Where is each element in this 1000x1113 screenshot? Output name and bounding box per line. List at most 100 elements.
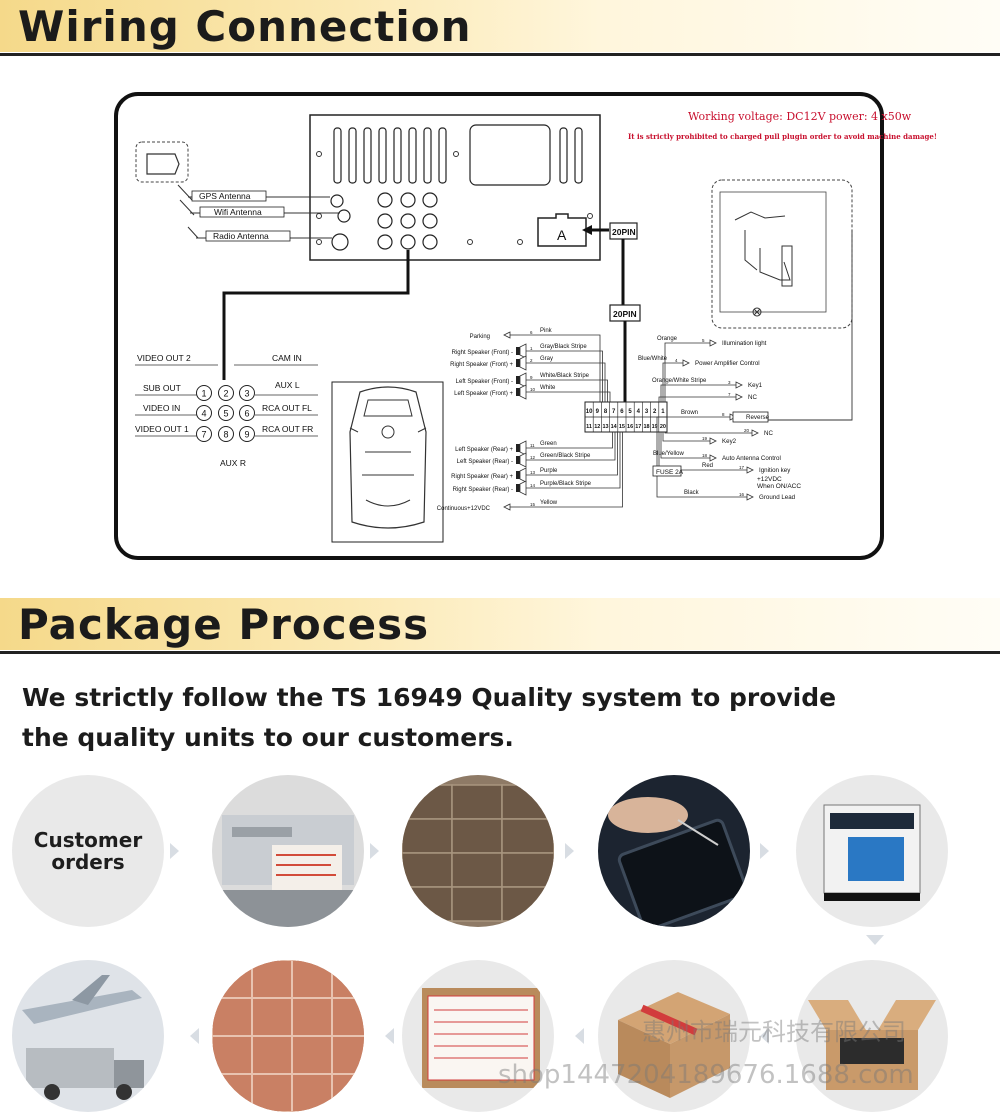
wire-color: Gray	[540, 356, 553, 362]
wire-label: Right Speaker (Rear) -	[453, 487, 513, 493]
wire-label: Parking	[470, 334, 490, 340]
pin-number: 13	[602, 424, 608, 430]
aux-l-label: AUX L	[275, 380, 300, 390]
speaker-icon	[516, 376, 520, 384]
speaker-icon	[516, 456, 520, 464]
pin-number: 9	[596, 409, 600, 415]
wire-label: Left Speaker (Rear) -	[457, 459, 513, 465]
wire-left	[520, 362, 606, 402]
wire-color: Yellow	[540, 500, 558, 506]
wire-color: Blue/White	[638, 356, 668, 362]
speaker-icon	[519, 384, 527, 400]
ignition-voltage-label: +12VDC	[757, 476, 782, 483]
voltage-note: Working voltage: DC12V power: 4 x50w	[688, 110, 912, 123]
wire-number: 16	[739, 492, 745, 497]
customer-orders-label: Customer orders	[33, 828, 143, 874]
head-unit-panel: A	[309, 114, 601, 261]
wire-color: Gray/Black Stripe	[540, 344, 587, 350]
arrow-icon	[746, 493, 754, 501]
wire-right	[660, 384, 736, 402]
connector-a-label: A	[557, 227, 567, 243]
arrow-icon	[751, 429, 759, 437]
svg-text:20PIN: 20PIN	[613, 309, 637, 319]
wire-label: Right Speaker (Rear) +	[451, 474, 513, 480]
rca-num-1: 1	[201, 389, 206, 399]
pin-number: 7	[612, 409, 616, 415]
flow-arrow-left	[760, 1028, 769, 1044]
wire-color: Green/Black Stripe	[540, 453, 591, 459]
wire-color: Orange	[657, 336, 678, 342]
speaker-icon	[519, 372, 527, 388]
wire-number: 6	[530, 330, 533, 335]
wire-color: Purple/Black Stripe	[540, 481, 592, 487]
watermark-company: 惠州市瑞元科技有限公司	[642, 1018, 906, 1046]
wire-number: 3	[728, 380, 731, 385]
wire-right	[656, 432, 747, 498]
wire-number: 10	[530, 387, 536, 392]
wire-color: White/Black Stripe	[540, 373, 590, 379]
pin-number: 16	[627, 424, 633, 430]
wiring-diagram: A 20PIN 20PIN Working voltage: DC12V pow…	[114, 92, 937, 560]
wire-color: Purple	[540, 468, 558, 474]
quality-tagline: We strictly follow the TS 16949 Quality …	[22, 683, 837, 752]
pin-number: 5	[628, 409, 632, 415]
wire-number: 11	[530, 443, 535, 448]
banner-underline	[0, 53, 1000, 56]
wire-label: Ground Lead	[759, 494, 796, 501]
wire-right	[662, 432, 710, 442]
pin-connector-top: 20PIN	[582, 222, 638, 305]
pin-number: 1	[661, 409, 665, 415]
banner-underline	[0, 651, 1000, 654]
rca-num-6: 6	[244, 409, 249, 419]
reverse-camera-box	[711, 179, 853, 329]
wire-number: 1	[530, 346, 533, 351]
wire-label: Ignition key	[759, 467, 791, 474]
rca-cable	[222, 250, 410, 380]
car-top-view-icon	[331, 381, 444, 543]
rca-out-fr-label: RCA OUT FR	[262, 424, 313, 434]
wire-color: Green	[540, 441, 557, 447]
gps-module-icon	[135, 141, 189, 183]
rca-out-fl-label: RCA OUT FL	[262, 403, 312, 413]
pin-number: 4	[637, 409, 641, 415]
wire-left	[520, 432, 618, 476]
radio-antenna-label: Radio Antenna	[213, 231, 269, 241]
wire-label: Right Speaker (Front) -	[452, 350, 513, 356]
wire-label: Continuous+12VDC	[437, 506, 491, 512]
wire-label: Key2	[722, 438, 737, 445]
pin-number: 18	[643, 424, 649, 430]
wire-label: Auto Antenna Control	[722, 455, 781, 462]
rca-num-2: 2	[223, 389, 228, 399]
video-out2-label: VIDEO OUT 2	[137, 353, 191, 363]
banner-background	[0, 0, 1000, 52]
wire-color: Blue/Yellow	[653, 451, 684, 457]
rca-num-9: 9	[244, 430, 249, 440]
arrow-icon	[682, 359, 690, 367]
speaker-icon	[519, 480, 527, 496]
pin-number: 10	[586, 409, 593, 415]
wire-label: NC	[764, 430, 773, 437]
wire-number: 2	[530, 358, 533, 363]
rca-num-5: 5	[223, 409, 228, 419]
wire-color: Red	[702, 463, 713, 469]
speaker-icon	[516, 388, 520, 396]
diagram-frame	[114, 92, 884, 560]
wire-number: 7	[728, 392, 731, 397]
wire-number: 20	[744, 428, 750, 433]
wire-label: Power Amplifier Control	[695, 360, 760, 367]
pin-number: 17	[635, 424, 641, 430]
step-shipping-photo	[12, 960, 164, 1112]
wire-right	[664, 432, 752, 434]
arrow-icon	[735, 393, 743, 401]
speaker-icon	[516, 444, 520, 452]
wifi-antenna-label: Wifi Antenna	[214, 207, 262, 217]
flow-arrow-right	[760, 843, 769, 859]
speaker-icon	[516, 359, 520, 367]
wire-number: 4	[675, 358, 678, 363]
speaker-icon	[516, 471, 520, 479]
arrow-icon	[709, 437, 717, 445]
wire-left	[520, 432, 621, 489]
flow-arrow-right	[170, 843, 179, 859]
